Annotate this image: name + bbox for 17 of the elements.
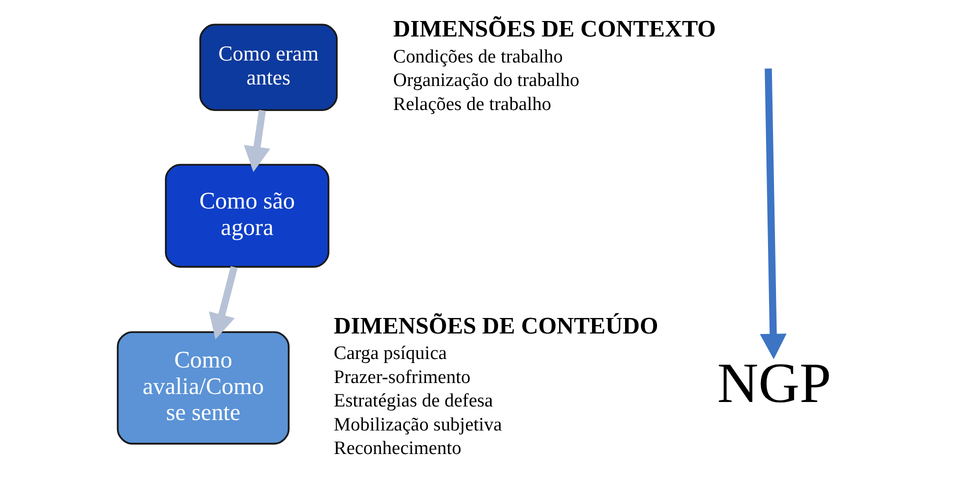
label: Relações de trabalho — [392, 94, 551, 115]
label: DIMENSÕES DE CONTEXTO — [392, 16, 716, 43]
label: Organização do trabalho — [392, 70, 579, 92]
node-box: Como eram antes — [198, 24, 338, 111]
arrow — [243, 110, 270, 172]
label: Condições de trabalho — [392, 46, 562, 68]
label: DIMENSÕES DE CONTEÚDO — [333, 313, 658, 340]
label: Reconhecimento — [333, 438, 461, 460]
arrow — [208, 266, 238, 340]
label: Prazer-sofrimento — [333, 366, 470, 388]
arrow — [759, 68, 786, 360]
node-text: NGP — [716, 352, 831, 416]
label: Mobilização subjetiva — [333, 414, 502, 436]
label: Estratégias de defesa — [333, 390, 492, 412]
node-box: Como avalia/Como se sente — [116, 331, 290, 445]
node-box: Como são agora — [164, 164, 329, 268]
label: Carga psíquica — [333, 343, 446, 364]
